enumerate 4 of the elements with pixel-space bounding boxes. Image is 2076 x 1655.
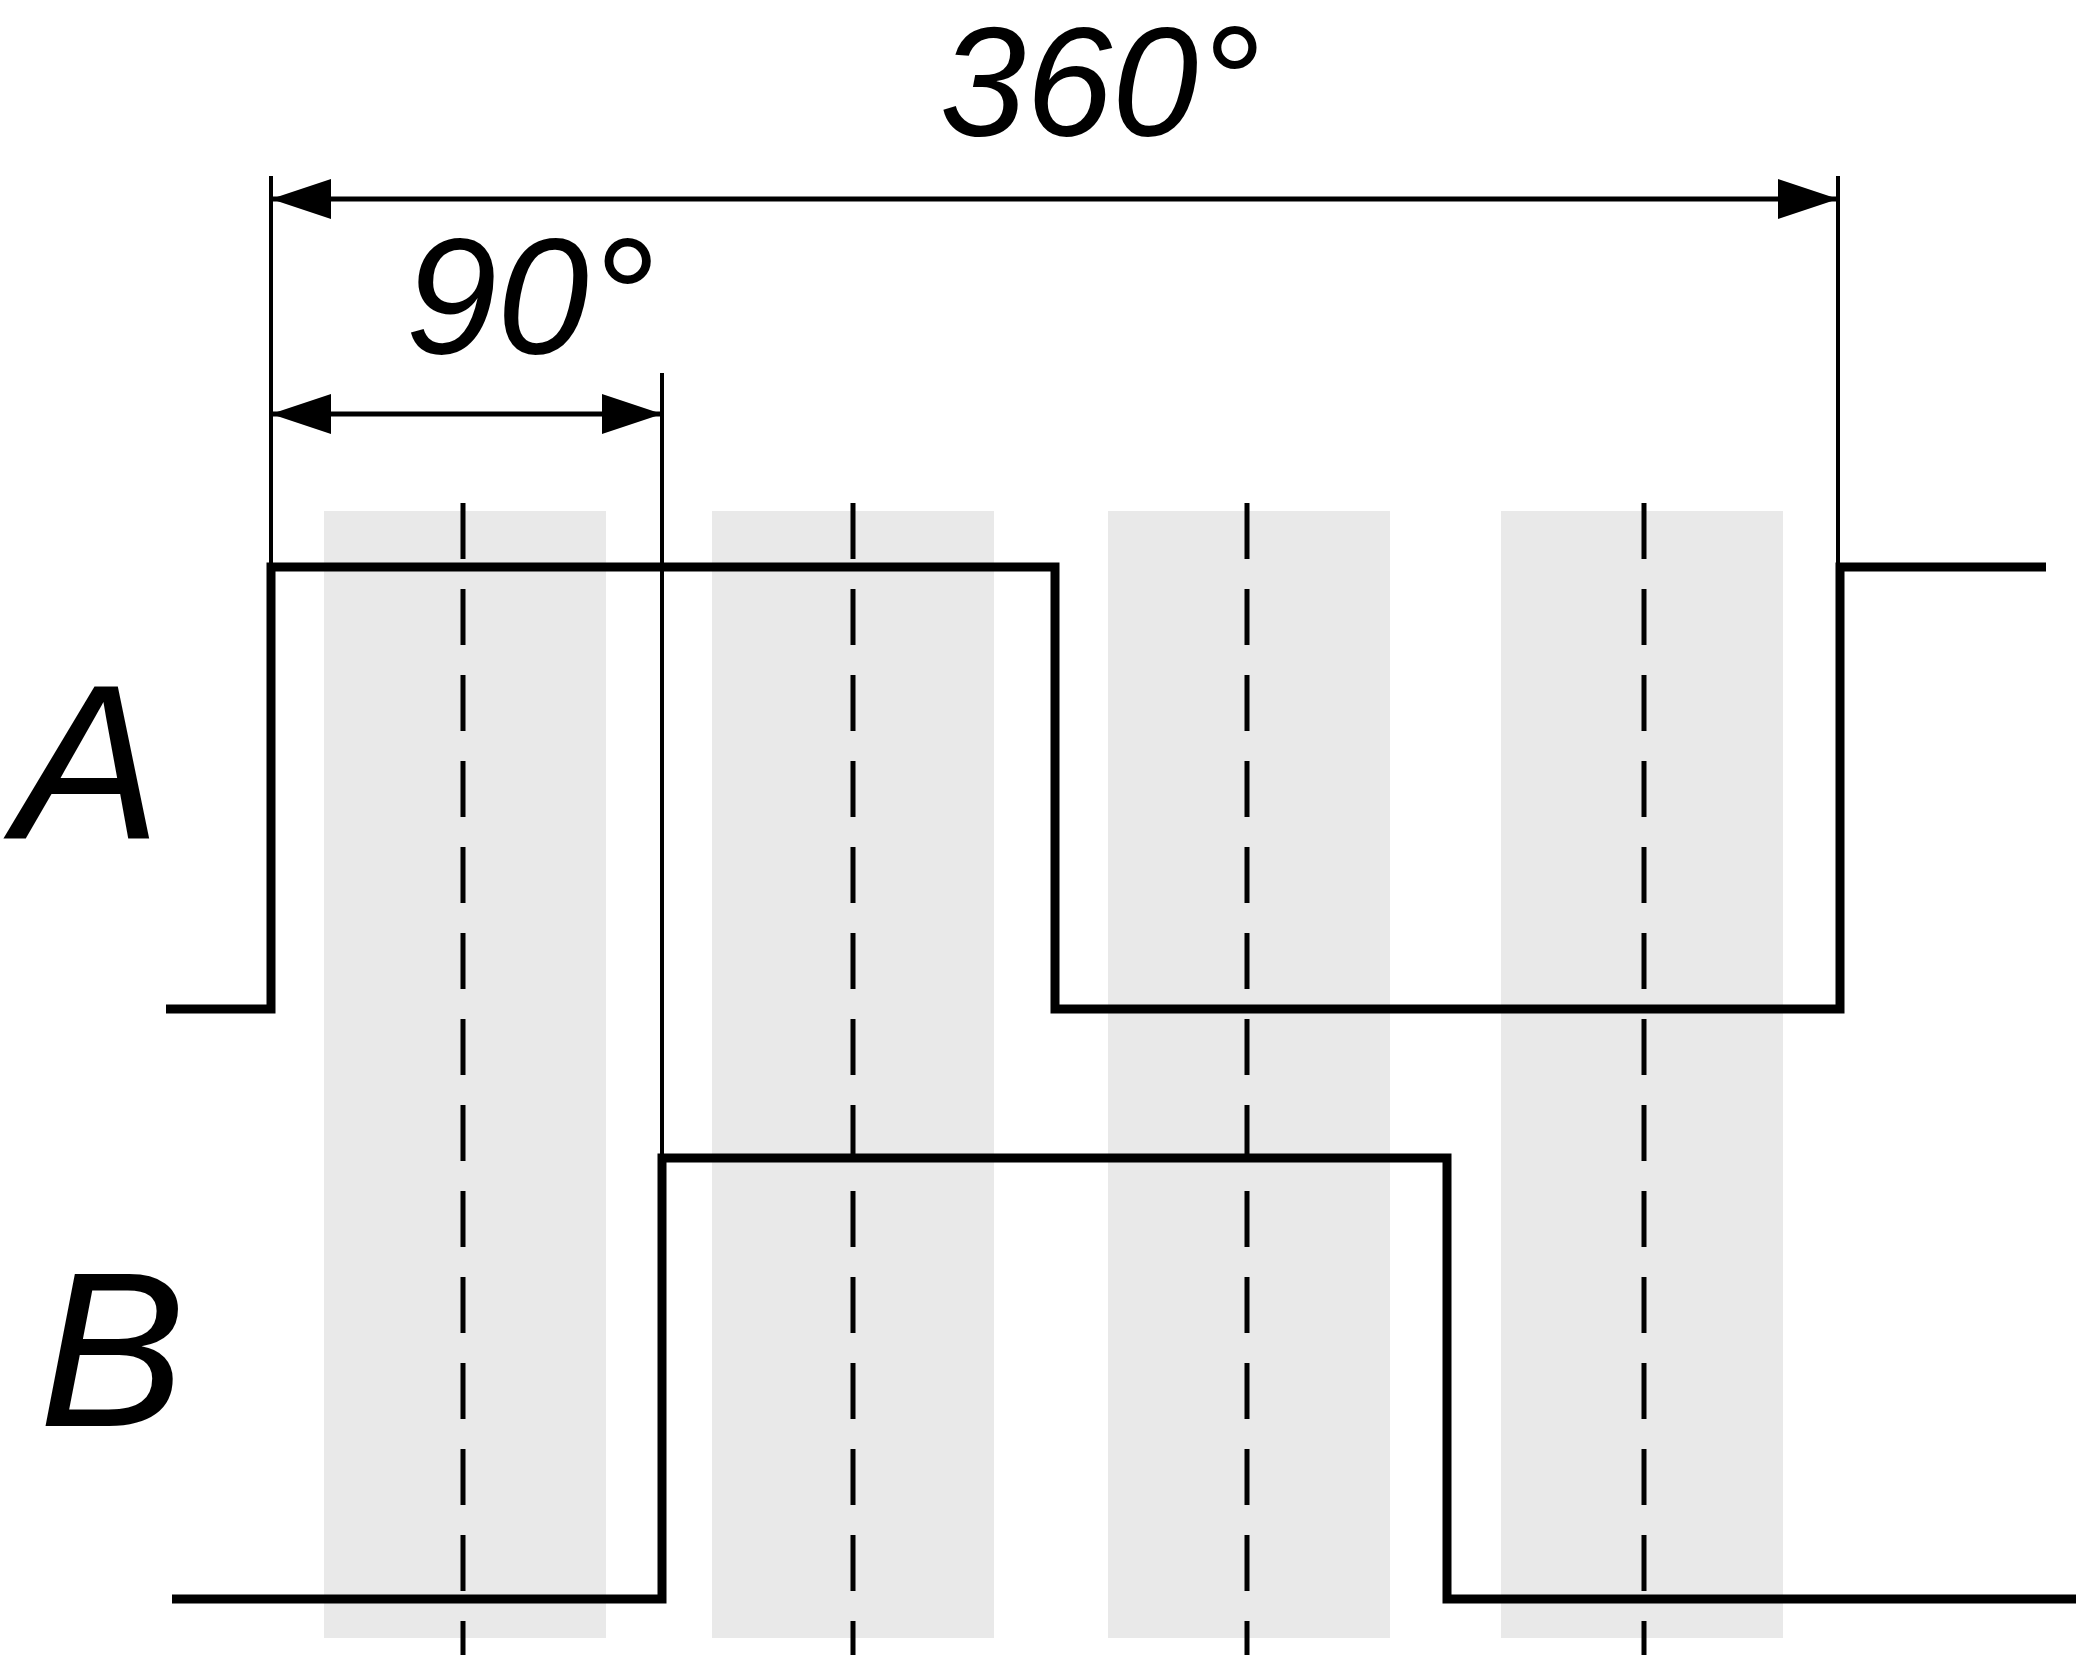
signal-label: A bbox=[0, 652, 175, 872]
signal-label: B bbox=[37, 1240, 187, 1460]
dimension-label: 90° bbox=[404, 214, 656, 379]
dimension-label: 360° bbox=[938, 4, 1262, 159]
